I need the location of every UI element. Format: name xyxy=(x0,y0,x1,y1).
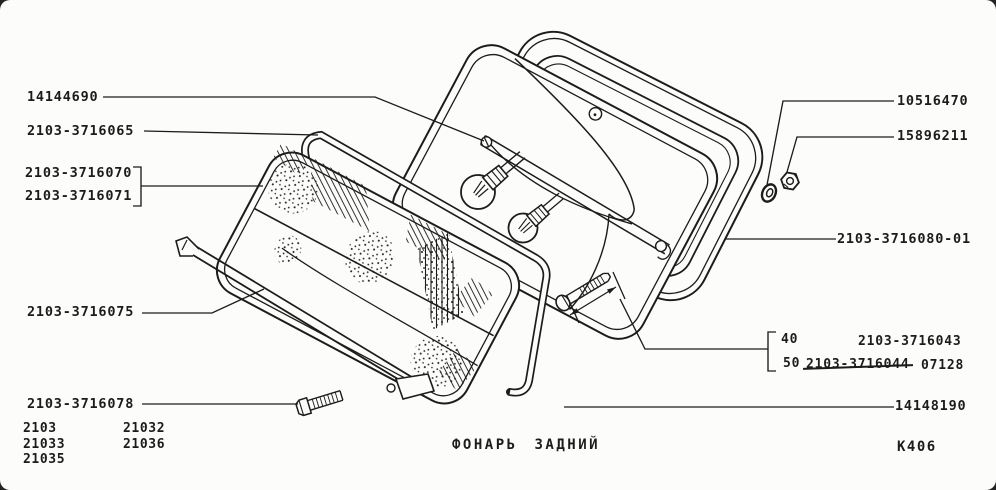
callout-bolt-small: 2103-3716078 xyxy=(27,396,135,412)
callout-nut: 15896211 xyxy=(897,128,969,144)
model-code: 2103 xyxy=(23,421,57,436)
lens-stipple-texture xyxy=(268,163,463,389)
model-list-column2: 21032 21036 xyxy=(123,421,165,452)
bolt-small xyxy=(295,390,344,417)
bulb-small xyxy=(507,192,564,244)
rim-molding xyxy=(301,130,551,397)
callout-lamp-body: 2103-3716080-01 xyxy=(837,231,971,247)
screw-length-40: 40 xyxy=(781,332,799,347)
washer xyxy=(760,183,778,203)
superseded-part-number: 2103-3716044 xyxy=(806,357,910,372)
nut xyxy=(780,171,800,191)
model-code: 21035 xyxy=(23,452,66,467)
screw-part-40: 2103-3716043 xyxy=(858,334,962,349)
mounting-screw xyxy=(555,272,612,312)
bulb-large xyxy=(460,151,526,210)
sheet-code: К406 xyxy=(897,439,937,455)
callout-screw-upper: 14144690 xyxy=(27,89,99,105)
callout-screw-lower: 14148190 xyxy=(895,398,967,414)
callout-washer: 10516470 xyxy=(897,93,969,109)
lens xyxy=(215,143,521,405)
carrier-screw-right xyxy=(654,240,672,260)
screw-part-50-superseded: 2103-3716044 xyxy=(806,358,910,372)
callout-lens-variant-b: 2103-3716071 xyxy=(25,188,133,204)
model-list-column1: 2103 21033 21035 xyxy=(23,421,65,468)
length-dimension xyxy=(566,271,626,324)
model-code: 21033 xyxy=(23,436,66,452)
screw-part-50-replacement: 07128 xyxy=(921,358,965,373)
model-code: 21032 xyxy=(123,421,166,436)
leader-lines xyxy=(103,96,894,408)
screw-length-50: 50 xyxy=(783,356,801,371)
page-title: ФОНАРЬ ЗАДНИЙ xyxy=(452,437,601,453)
callout-rim-molding: 2103-3716065 xyxy=(27,123,135,139)
trim-strip xyxy=(175,236,436,400)
model-code: 21036 xyxy=(123,436,166,452)
callout-lens-variant-a: 2103-3716070 xyxy=(25,165,133,181)
callout-trim-strip: 2103-3716075 xyxy=(27,304,135,320)
